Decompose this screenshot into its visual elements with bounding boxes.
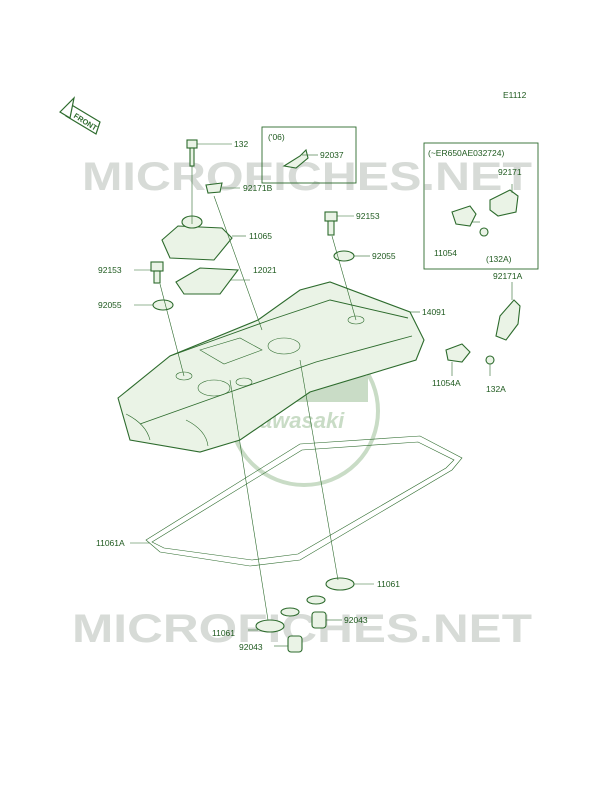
inset-box-year (261, 126, 357, 184)
label-11054a: 11054A (432, 378, 461, 388)
part-92043-right-pin (311, 611, 327, 629)
part-92037 (282, 148, 309, 169)
part-11061-small-a (306, 595, 326, 605)
watermark-top: MICROFICHES.NET (82, 155, 532, 199)
part-92043-left-pin (287, 635, 303, 653)
part-132a-inset (479, 227, 489, 237)
part-12021-gasket (175, 267, 240, 295)
part-11054-inset (451, 205, 477, 227)
part-14091-head-cover (117, 281, 425, 453)
label-92153-right: 92153 (356, 211, 380, 221)
label-11061a: 11061A (96, 538, 125, 548)
label-92171b: 92171B (243, 183, 273, 193)
leader-lines (130, 143, 513, 647)
part-11061a-gasket (145, 435, 463, 567)
part-11061-left-gasket (255, 619, 285, 633)
part-92153-right-bolt (324, 211, 338, 236)
front-arrow-icon: FRONT (59, 96, 101, 135)
label-11061-left: 11061 (212, 628, 235, 638)
part-11065-breather (161, 225, 233, 261)
label-11061-right: 11061 (377, 579, 400, 589)
part-92171b (205, 182, 223, 194)
label-132: 132 (234, 139, 248, 149)
label-92055-right: 92055 (372, 251, 396, 261)
label-11054-inset: 11054 (434, 248, 457, 258)
label-92171a: 92171A (493, 271, 523, 281)
label-132a-inset: (132A) (486, 254, 512, 264)
label-92043-left: 92043 (239, 642, 263, 652)
label-14091: 14091 (422, 307, 446, 317)
inset-box-serial (423, 142, 539, 270)
diagram-code: E1112 (503, 90, 527, 100)
part-11061-small-b (280, 607, 300, 617)
label-inset-year: ('06) (268, 132, 285, 142)
label-11065: 11065 (249, 231, 272, 241)
label-92037: 92037 (320, 150, 344, 160)
label-92055-left: 92055 (98, 300, 122, 310)
part-92171a (495, 299, 521, 341)
label-92171: 92171 (498, 167, 522, 177)
part-11061-right-gasket (325, 577, 355, 591)
part-92153-left-bolt (150, 261, 164, 284)
label-12021: 12021 (253, 265, 277, 275)
label-132a: 132A (486, 384, 506, 394)
part-132a (485, 355, 495, 365)
part-92055-left-washer (152, 299, 174, 311)
label-92153-left: 92153 (98, 265, 122, 275)
label-92043-right: 92043 (344, 615, 368, 625)
part-11054a (445, 343, 471, 363)
label-inset-serial: (~ER650AE032724) (428, 148, 504, 158)
part-92171-inset (489, 189, 519, 217)
